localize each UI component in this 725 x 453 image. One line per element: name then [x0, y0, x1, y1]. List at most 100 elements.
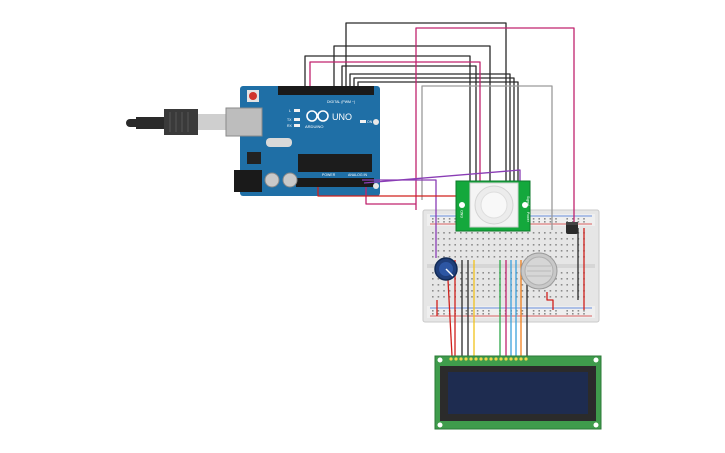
breadboard-hole	[476, 244, 479, 246]
breadboard-hole	[572, 256, 574, 258]
breadboard-hole	[454, 238, 456, 240]
breadboard-hole	[471, 256, 473, 258]
breadboard-hole	[572, 310, 574, 312]
l-led	[294, 109, 300, 112]
breadboard-hole	[460, 256, 462, 258]
breadboard-hole	[504, 250, 507, 252]
breadboard-hole	[549, 238, 552, 240]
breadboard-hole	[493, 272, 496, 274]
breadboard-hole	[566, 272, 568, 274]
breadboard-hole	[560, 284, 563, 286]
breadboard-hole	[555, 244, 557, 246]
breadboard-hole	[471, 278, 473, 280]
breadboard-hole	[555, 310, 557, 312]
digital-header-label: DIGITAL (PWM ~)	[327, 100, 355, 104]
power-header-label: POWER	[322, 173, 336, 177]
breadboard-hole	[572, 244, 574, 246]
breadboard-hole	[555, 250, 557, 252]
breadboard-hole	[504, 232, 507, 234]
breadboard-hole	[566, 296, 568, 298]
arduino-uno-board[interactable]: UNO ARDUINO DIGITAL (PWM ~) POWER ANALOG…	[126, 86, 380, 196]
breadboard-hole	[532, 244, 535, 246]
breadboard-hole	[516, 278, 518, 280]
breadboard-hole	[516, 250, 518, 252]
digital-header	[278, 86, 374, 95]
breadboard-hole	[555, 256, 557, 258]
breadboard-hole	[471, 313, 473, 315]
lcd-pin	[524, 357, 528, 361]
breadboard-hole	[538, 221, 540, 223]
breadboard-hole	[460, 232, 462, 234]
breadboard-hole	[583, 218, 585, 220]
reset-button[interactable]	[249, 92, 257, 100]
breadboard-hole	[532, 313, 535, 315]
wire	[333, 45, 491, 183]
breadboard-hole	[471, 296, 473, 298]
pir-motion-sensor[interactable]: GND Signal Power	[455, 180, 531, 232]
breadboard-hole	[482, 290, 484, 292]
breadboard-hole	[527, 232, 529, 234]
breadboard-hole	[443, 244, 445, 246]
breadboard-hole	[516, 238, 518, 240]
breadboard-hole	[549, 313, 552, 315]
breadboard-hole	[488, 232, 490, 234]
breadboard-hole	[527, 244, 529, 246]
breadboard-hole	[544, 244, 546, 246]
breadboard-hole	[448, 256, 451, 258]
breadboard-hole	[465, 244, 468, 246]
breadboard-hole	[532, 218, 535, 220]
breadboard-hole	[549, 221, 552, 223]
breadboard-hole	[482, 284, 484, 286]
analog-header-label: ANALOG IN	[348, 173, 368, 177]
breadboard-hole	[560, 232, 563, 234]
breadboard-hole	[572, 238, 574, 240]
breadboard-hole	[493, 250, 496, 252]
breadboard-hole	[448, 238, 451, 240]
breadboard-hole	[544, 218, 546, 220]
wire	[309, 61, 481, 183]
breadboard-hole	[544, 221, 546, 223]
breadboard-hole	[555, 313, 557, 315]
breadboard-hole	[532, 250, 535, 252]
breadboard-hole	[555, 232, 557, 234]
usb-cable[interactable]	[126, 109, 226, 135]
breadboard-hole	[482, 256, 484, 258]
breadboard-hole	[560, 244, 563, 246]
breadboard-hole	[521, 244, 524, 246]
lcd-pin	[459, 357, 463, 361]
breadboard-hole	[527, 238, 529, 240]
breadboard-hole	[488, 238, 490, 240]
breadboard-hole	[532, 296, 535, 298]
breadboard-hole	[471, 238, 473, 240]
breadboard-hole	[482, 238, 484, 240]
breadboard-hole	[516, 256, 518, 258]
breadboard-hole	[493, 244, 496, 246]
lcd-pin	[504, 357, 508, 361]
breadboard-hole	[454, 250, 456, 252]
breadboard-hole	[521, 250, 524, 252]
breadboard-hole	[572, 284, 574, 286]
breadboard-hole	[460, 244, 462, 246]
temperature-sensor[interactable]	[566, 222, 578, 234]
breadboard-hole	[448, 232, 451, 234]
breadboard-hole	[437, 232, 440, 234]
breadboard-hole	[432, 218, 434, 220]
potentiometer[interactable]	[434, 257, 458, 281]
breadboard-hole	[504, 244, 507, 246]
breadboard-hole	[544, 296, 546, 298]
breadboard-hole	[510, 250, 512, 252]
lcd-16x2-display[interactable]	[434, 355, 602, 430]
breadboard-hole	[432, 256, 434, 258]
breadboard-hole	[544, 310, 546, 312]
breadboard-hole	[432, 310, 434, 312]
breadboard-hole	[493, 238, 496, 240]
wire	[304, 55, 471, 183]
breadboard-hole	[516, 272, 518, 274]
breadboard-hole	[549, 296, 552, 298]
gas-sensor[interactable]	[520, 252, 558, 290]
breadboard-hole	[476, 290, 479, 292]
breadboard-hole	[448, 250, 451, 252]
led-on-label: ON	[367, 120, 373, 124]
breadboard-hole	[493, 290, 496, 292]
